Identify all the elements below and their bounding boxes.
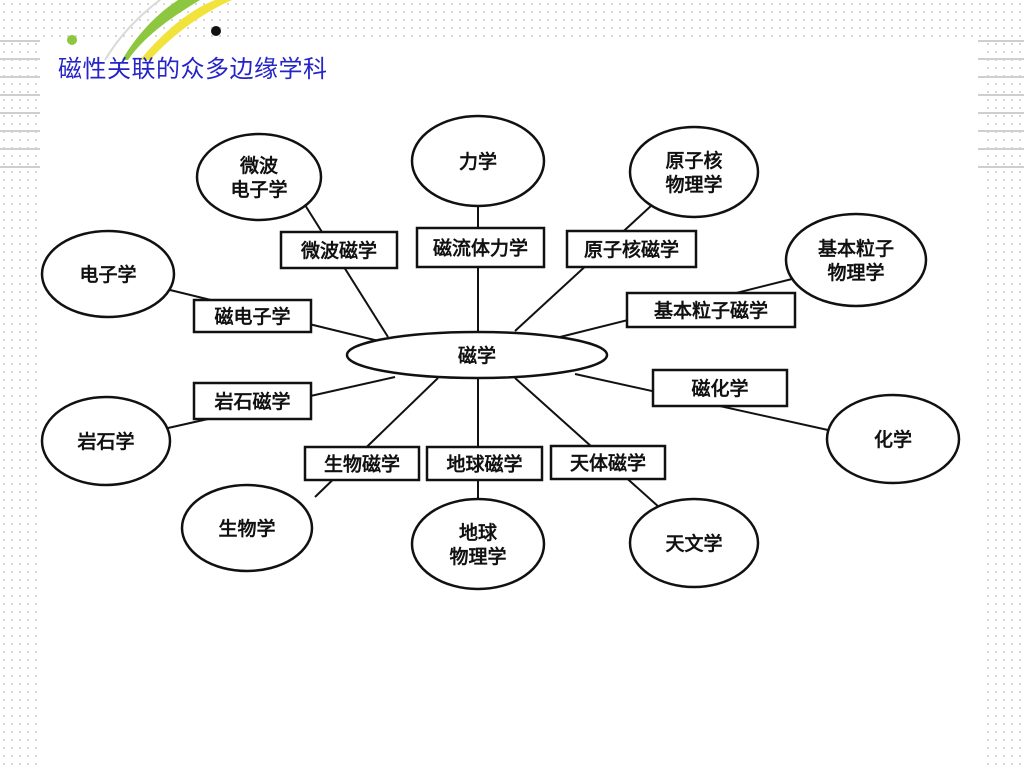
node-label: 基本粒子	[817, 237, 894, 260]
link-box-frame	[565, 229, 698, 269]
node-label: 天文学	[665, 532, 722, 555]
node-label: 物理学	[449, 545, 506, 568]
link-box-label: 岩石磁学	[213, 390, 290, 413]
link-box-particle: 基本粒子磁学	[625, 291, 797, 329]
link-box-frame	[651, 368, 789, 408]
link-box-frame	[549, 444, 667, 481]
link-box-label: 磁化学	[691, 377, 748, 400]
link-box-mechanics: 磁流体力学	[415, 226, 546, 269]
center-label: 磁学	[458, 344, 496, 367]
link-box-label: 磁电子学	[214, 305, 290, 328]
node-label: 力学	[459, 150, 497, 173]
node-ellipse	[410, 497, 546, 591]
link-box-frame	[625, 291, 797, 329]
node-label: 化学	[874, 428, 912, 451]
discipline-node-mechanics: 力学	[410, 114, 546, 208]
node-label: 电子学	[79, 263, 136, 286]
link-box-label: 生物磁学	[324, 453, 400, 476]
link-box-label: 地球磁学	[446, 453, 522, 476]
node-ellipse	[180, 483, 314, 573]
node-label: 电子学	[230, 178, 287, 201]
center-ellipse	[345, 330, 609, 380]
link-box-frame	[192, 381, 313, 421]
link-box-electronics: 磁电子学	[192, 298, 313, 334]
node-ellipse	[40, 395, 172, 487]
link-box-label: 磁流体力学	[433, 237, 528, 260]
node-label: 岩石学	[76, 430, 134, 453]
node-label: 物理学	[665, 173, 722, 196]
link-box-frame	[279, 230, 399, 270]
discipline-node-chemistry: 化学	[825, 393, 961, 485]
center-hub: 磁学	[345, 330, 609, 380]
link-box-biology: 生物磁学	[303, 445, 421, 482]
connector-line-astronomy	[514, 377, 661, 509]
node-ellipse	[825, 393, 961, 485]
node-label: 地球	[459, 521, 498, 544]
link-box-microwave: 微波磁学	[279, 230, 399, 270]
discipline-nodes: 微波电子学力学原子核物理学基本粒子物理学电子学化学岩石学生物学地球物理学天文学	[40, 114, 961, 591]
link-box-label: 原子核磁学	[584, 238, 679, 261]
node-ellipse	[784, 212, 928, 308]
node-label: 生物学	[218, 517, 275, 540]
link-box-astronomy: 天体磁学	[549, 444, 667, 481]
link-box-nuclear: 原子核磁学	[565, 229, 698, 269]
node-label: 微波	[239, 154, 279, 177]
node-ellipse	[40, 229, 176, 319]
link-box-label: 基本粒子磁学	[653, 299, 768, 322]
black-dot	[211, 26, 221, 36]
link-box-frame	[192, 298, 313, 334]
green-dot	[67, 35, 77, 45]
node-ellipse	[195, 132, 323, 222]
link-box-label: 微波磁学	[300, 239, 377, 262]
discipline-node-petrology: 岩石学	[40, 395, 172, 487]
node-ellipse	[628, 497, 760, 589]
link-box-petrology: 岩石磁学	[192, 381, 313, 421]
link-box-label: 天体磁学	[570, 452, 646, 475]
discipline-node-astronomy: 天文学	[628, 497, 760, 589]
slide-title: 磁性关联的众多边缘学科	[58, 55, 328, 83]
discipline-node-electronics: 电子学	[40, 229, 176, 319]
connector-line-microwave	[304, 204, 389, 338]
node-label: 物理学	[827, 261, 884, 284]
corner-decoration	[67, 0, 232, 61]
link-box-geophysics: 地球磁学	[425, 445, 544, 482]
node-ellipse	[410, 114, 546, 208]
link-box-frame	[415, 226, 546, 269]
link-box-frame	[425, 445, 544, 482]
node-ellipse	[628, 125, 760, 219]
discipline-node-biology: 生物学	[180, 483, 314, 573]
right-rule-lines	[978, 40, 1024, 180]
link-box-chemistry: 磁化学	[651, 368, 789, 408]
left-rule-lines	[0, 40, 40, 180]
link-box-frame	[303, 445, 421, 482]
node-label: 原子核	[665, 149, 722, 172]
